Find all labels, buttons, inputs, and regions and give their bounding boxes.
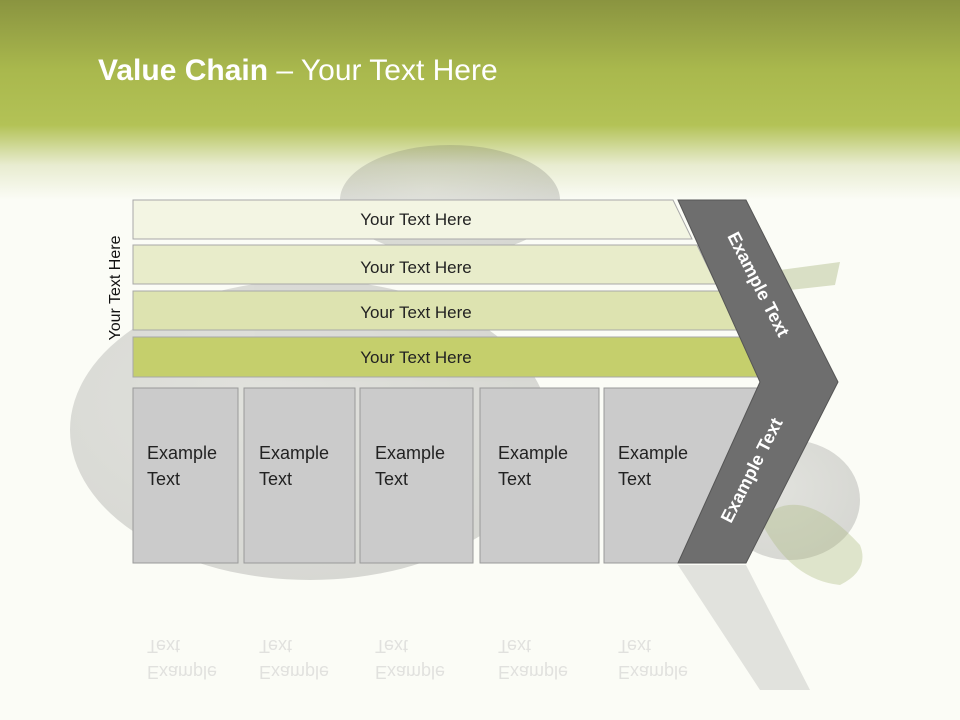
column-3-reflection: Example Text: [375, 636, 446, 682]
column-2-reflection: Example Text: [259, 636, 330, 682]
page-title: Value Chain – Your Text Here: [98, 54, 498, 88]
title-rest: – Your Text Here: [268, 54, 498, 87]
chevron-arrow: [677, 199, 839, 564]
column-4: [479, 387, 600, 564]
bar-3-label: Your Text Here: [360, 303, 472, 322]
chevron-reflection: [678, 565, 810, 690]
bar-1-label: Your Text Here: [360, 210, 472, 229]
column-2: [243, 387, 356, 564]
title-bold: Value Chain: [98, 54, 269, 87]
column-4-text: Example Text: [498, 443, 569, 489]
column-2-text: Example Text: [259, 443, 330, 489]
column-4-reflection: Example Text: [498, 636, 569, 682]
bar-4-label: Your Text Here: [360, 348, 472, 367]
column-1: [132, 387, 239, 564]
column-1-text: Example Text: [147, 443, 218, 489]
bar-1: [132, 199, 693, 240]
column-3: [359, 387, 474, 564]
column-1-reflection: Example Text: [147, 636, 218, 682]
column-5-reflection: Example Text: [618, 636, 689, 682]
column-5-text: Example Text: [618, 443, 689, 489]
bar-2-label: Your Text Here: [360, 258, 472, 277]
column-3-text: Example Text: [375, 443, 446, 489]
